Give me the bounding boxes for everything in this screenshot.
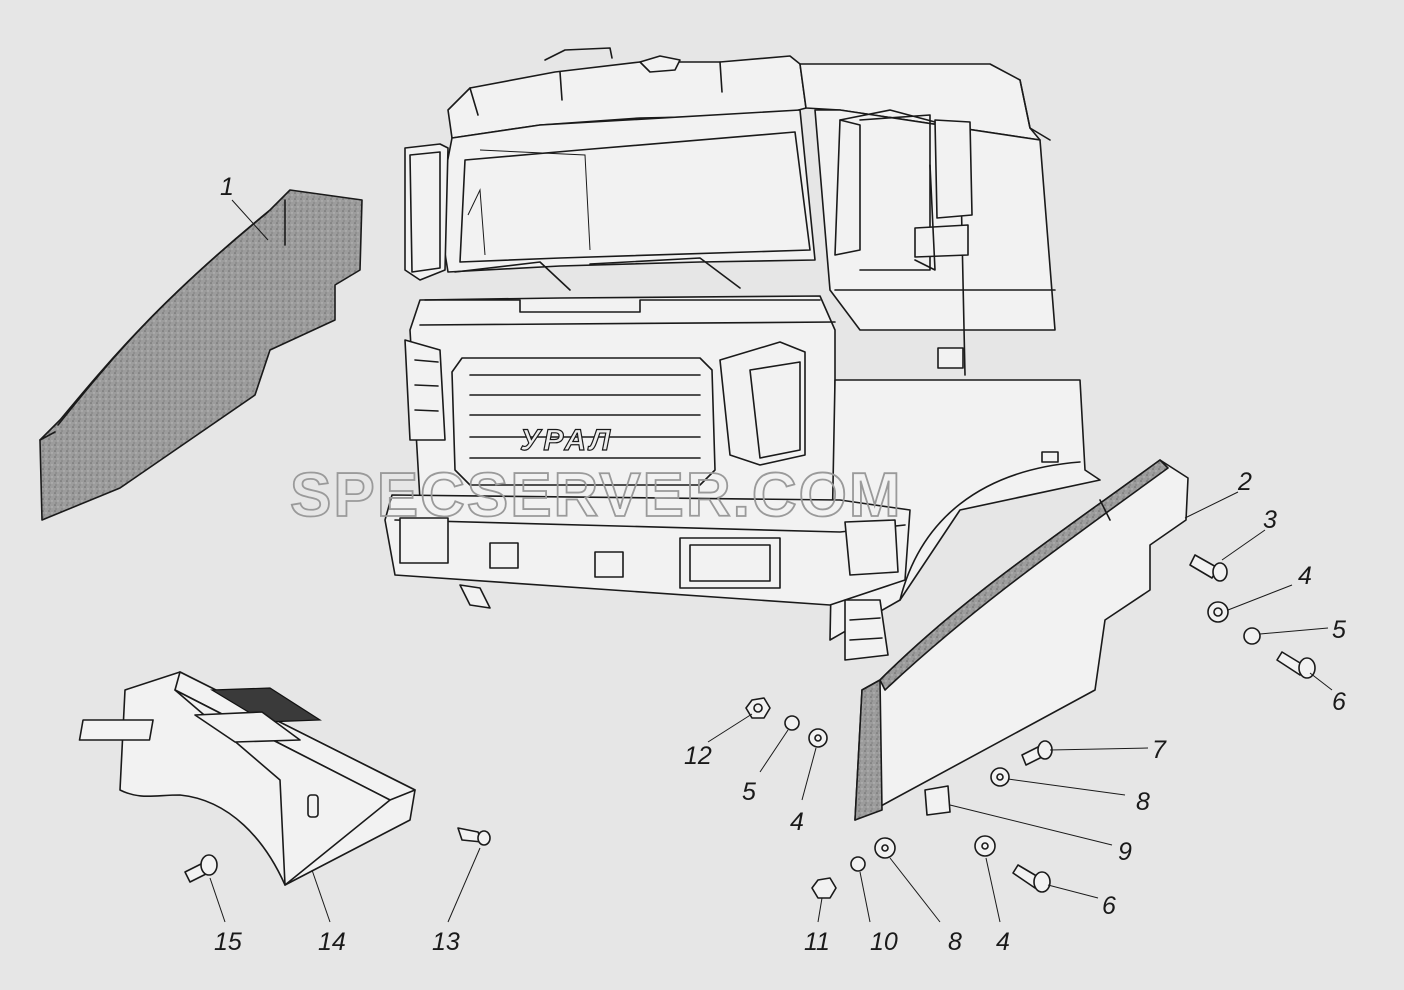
callout-10: 10	[870, 928, 898, 956]
part-14-cover	[78, 671, 416, 886]
callout-2: 2	[1237, 468, 1252, 496]
callout-1: 1	[220, 173, 234, 201]
leader-lines	[209, 199, 1333, 923]
callout-4b: 4	[790, 808, 804, 836]
callout-15: 15	[214, 928, 242, 956]
grille-badge: УРАЛ	[520, 424, 613, 457]
callout-labels: 1 2 3 4 5 6 7 8 9 6 12 5 4 11 10 8 4 15 …	[214, 173, 1346, 956]
callout-4c: 4	[996, 928, 1010, 956]
callout-12: 12	[684, 742, 712, 770]
callout-9: 9	[1118, 838, 1132, 866]
callout-6b: 6	[1102, 892, 1116, 920]
callout-4: 4	[1298, 562, 1312, 590]
callout-5b: 5	[742, 778, 756, 806]
callout-14: 14	[318, 928, 346, 956]
callout-6: 6	[1332, 688, 1346, 716]
part-2-panel	[854, 459, 1189, 821]
part-1-panel	[39, 189, 363, 521]
fasteners	[184, 554, 1316, 899]
callout-8: 8	[1136, 788, 1150, 816]
callout-13: 13	[432, 928, 460, 956]
callout-8b: 8	[948, 928, 962, 956]
callout-11: 11	[804, 928, 830, 956]
callout-7: 7	[1152, 736, 1167, 764]
truck-cab: УРАЛ	[384, 47, 1101, 661]
callout-3: 3	[1263, 506, 1277, 534]
watermark: SPECSERVER.COM	[290, 461, 903, 530]
callout-5: 5	[1332, 616, 1346, 644]
